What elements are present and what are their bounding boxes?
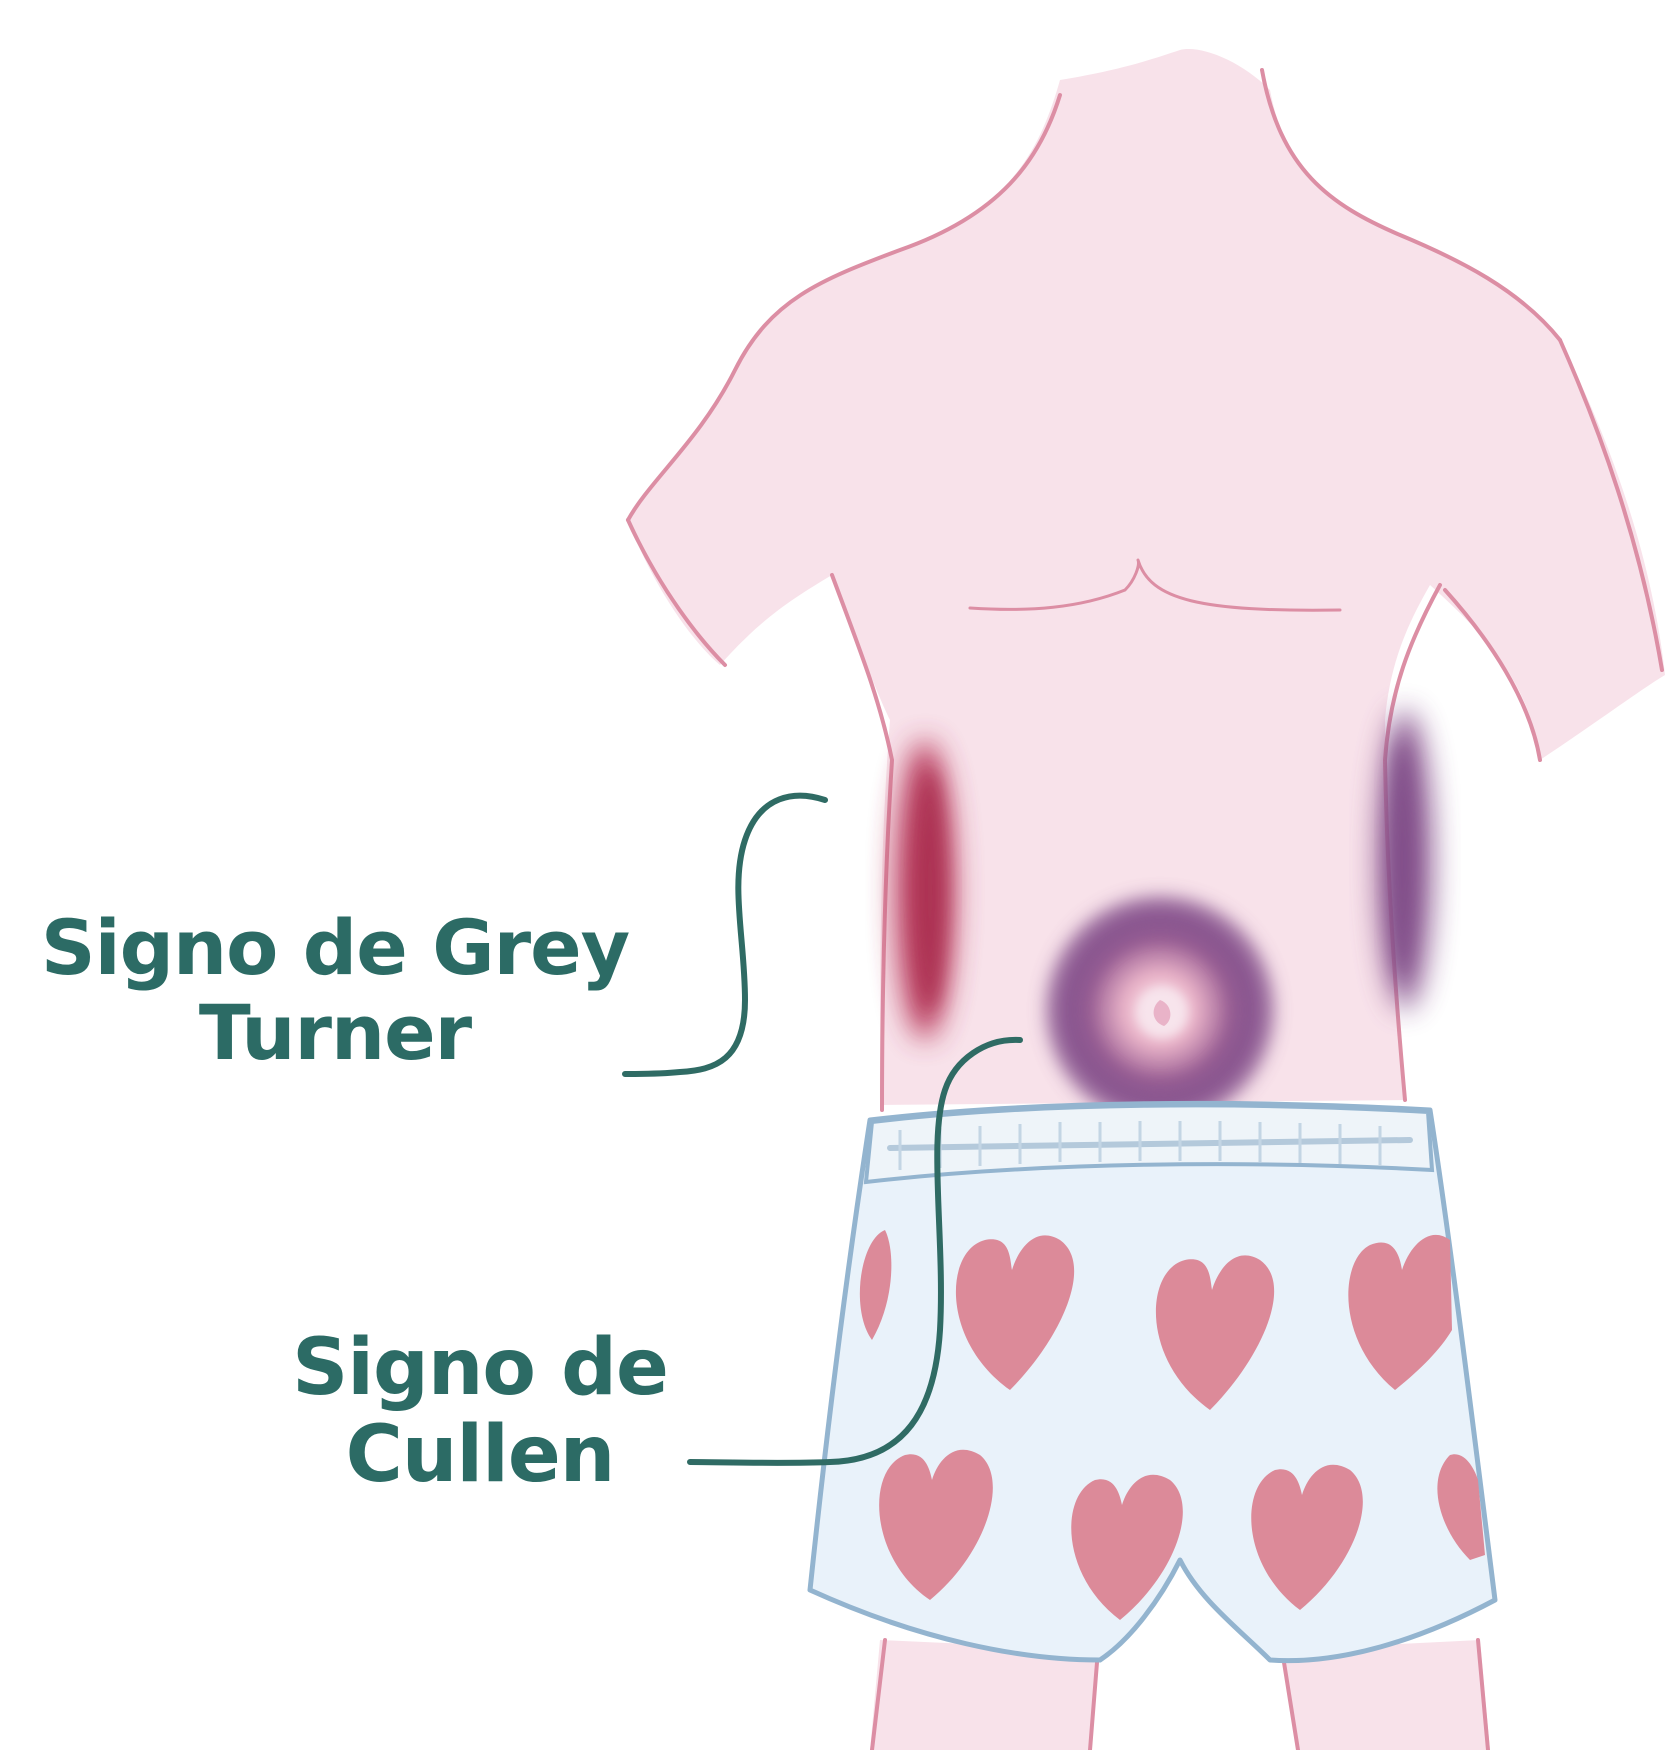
cullen-label-line-2: Cullen (270, 1412, 690, 1499)
grey-turner-label-line-1: Signo de Grey (20, 905, 650, 990)
cullen-label-line-1: Signo de (270, 1325, 690, 1412)
cullen-sign-label: Signo de Cullen (270, 1325, 690, 1500)
grey-turner-leader-line (625, 796, 825, 1074)
grey-turner-sign-label: Signo de Grey Turner (20, 905, 650, 1075)
grey-turner-label-line-2: Turner (20, 990, 650, 1075)
periumbilical-bruise-icon (1042, 892, 1278, 1128)
legs-skin (870, 1640, 1490, 1750)
